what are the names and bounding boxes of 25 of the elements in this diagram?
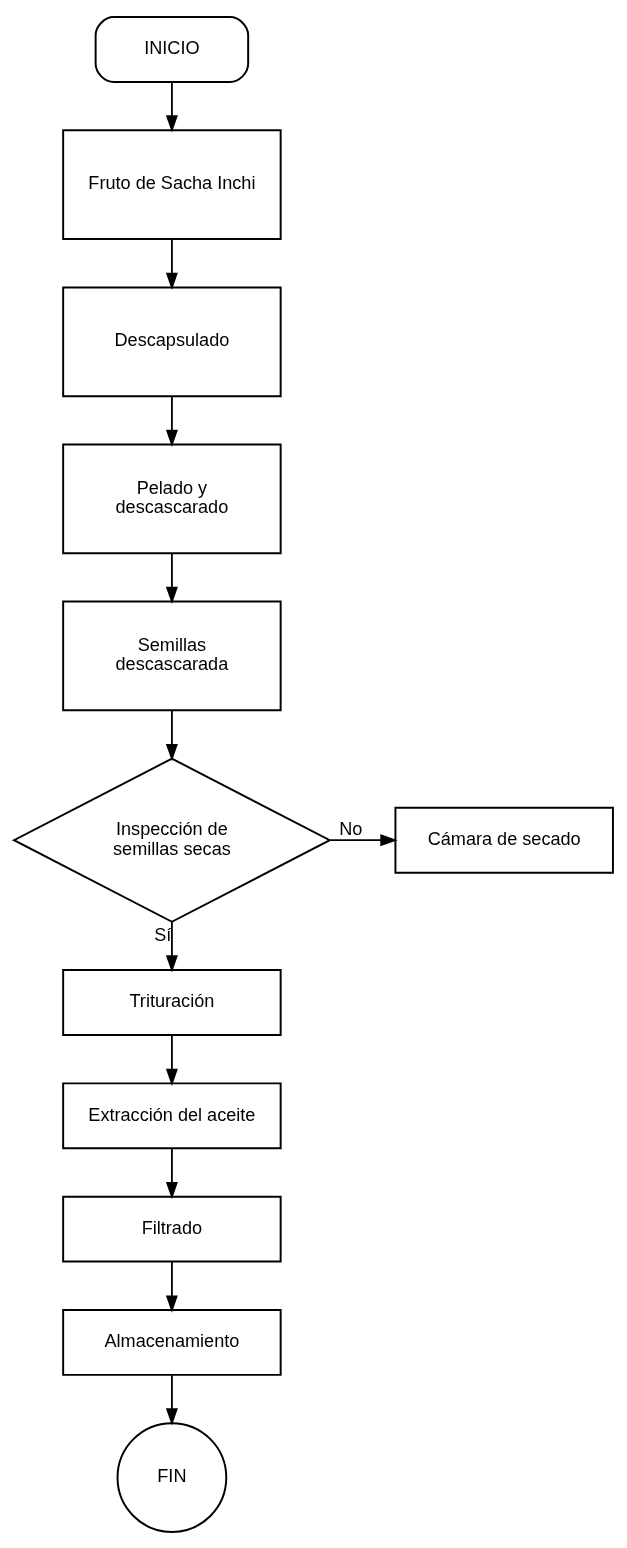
arrow [165,1373,178,1425]
arrow [165,708,178,761]
arrow [165,237,178,290]
arrow [165,1033,178,1086]
node-box: INICIO [94,15,250,83]
arrow [329,833,398,846]
arrow [165,551,178,604]
node-box: Almacenamiento [62,1308,282,1376]
node-box: Descapsulado [62,285,282,397]
arrow [165,80,178,133]
node-box: Trituración [62,968,282,1036]
node-box: Cámara de secado [394,806,614,874]
arrow [165,394,178,447]
arrow [165,1260,178,1313]
node-box: Fruto de Sacha Inchi [62,128,282,240]
edge-label: Sí [154,924,172,945]
arrow [165,1147,178,1199]
node-diamond: Inspección de semillas secas [11,757,332,923]
node-box: Pelado y descascarado [62,443,282,554]
arrow [165,920,178,973]
edge-label: No [339,818,363,839]
node-box: Extracción del aceite [62,1081,282,1149]
node-circle: FIN [116,1421,228,1533]
node-box: Semillas descascarada [62,600,282,711]
node-box: Filtrado [62,1195,282,1263]
